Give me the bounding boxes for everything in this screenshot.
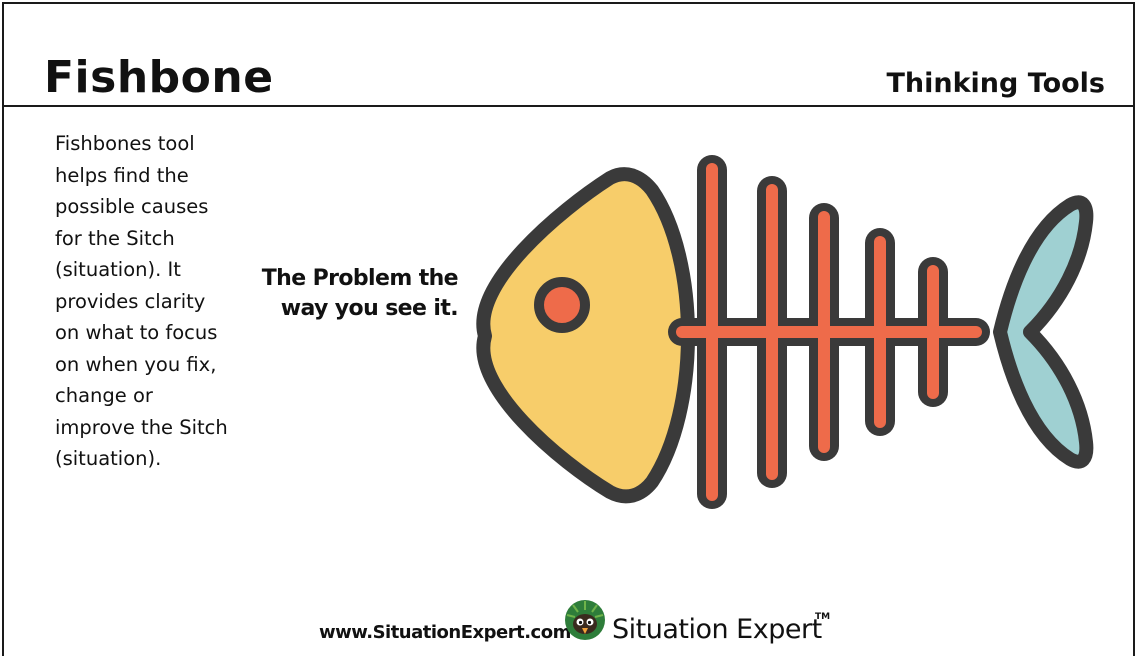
- fish-tail: [1000, 202, 1086, 461]
- trademark-mark: TM: [815, 612, 830, 622]
- fish-eye: [539, 282, 585, 328]
- website-link[interactable]: www.SituationExpert.com: [319, 622, 571, 643]
- brand-name: Situation Expert: [612, 614, 822, 645]
- fish-head: [483, 174, 688, 496]
- hedgehog-logo-icon: [563, 598, 607, 642]
